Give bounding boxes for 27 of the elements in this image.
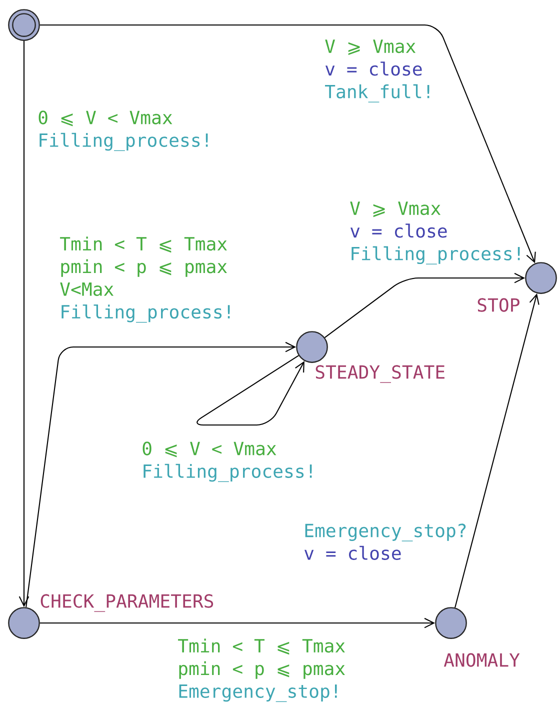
edge-label: Emergency_stop? v = close [304, 524, 466, 560]
node-label: ANOMALY [444, 653, 520, 667]
arrow [26, 342, 296, 608]
arrow [324, 272, 526, 338]
initial-location [8, 9, 40, 41]
location-node: STOP [478, 262, 557, 312]
location-node: ANOMALY [435, 607, 520, 667]
edge-label: V<Max [60, 282, 114, 296]
arrow [18, 40, 30, 608]
edge-label: 0 ⩽ V < Vmax Filling_process! [142, 442, 312, 482]
location-node: CHECK_PARAMETERS [8, 594, 214, 639]
arrow [40, 24, 536, 264]
node-label: CHECK_PARAMETERS [40, 594, 214, 612]
edge-label: Tmin < T ⩽ Tmax [60, 236, 227, 253]
edge-label: pmin < p ⩽ pmax [61, 259, 227, 277]
edge-label: Filling_process! [62, 304, 230, 323]
node-label: STEADY_STATE [316, 365, 444, 383]
edge-label: Tmin < T ⩽ Tmax pmin < p ⩽ pmax Emergency_stop! [178, 638, 345, 702]
arrow [196, 355, 304, 426]
arrow [454, 293, 540, 608]
node-label: STOP [478, 298, 520, 312]
edge-label: 0 ⩽ V < Vmax Filling_process! [38, 110, 208, 151]
edge-label: V ⩾ Vmax v = close Filling_process! [350, 202, 520, 264]
edge-label: V ⩾ Vmax v = close Tank_full! [325, 40, 430, 102]
location-node: STEADY_STATE [296, 331, 444, 383]
edge-label: Tmin < T ⩽ Tmax pmin < p ⩽ pmax V<Max Filling_process! [60, 236, 230, 323]
arrow [40, 618, 436, 628]
